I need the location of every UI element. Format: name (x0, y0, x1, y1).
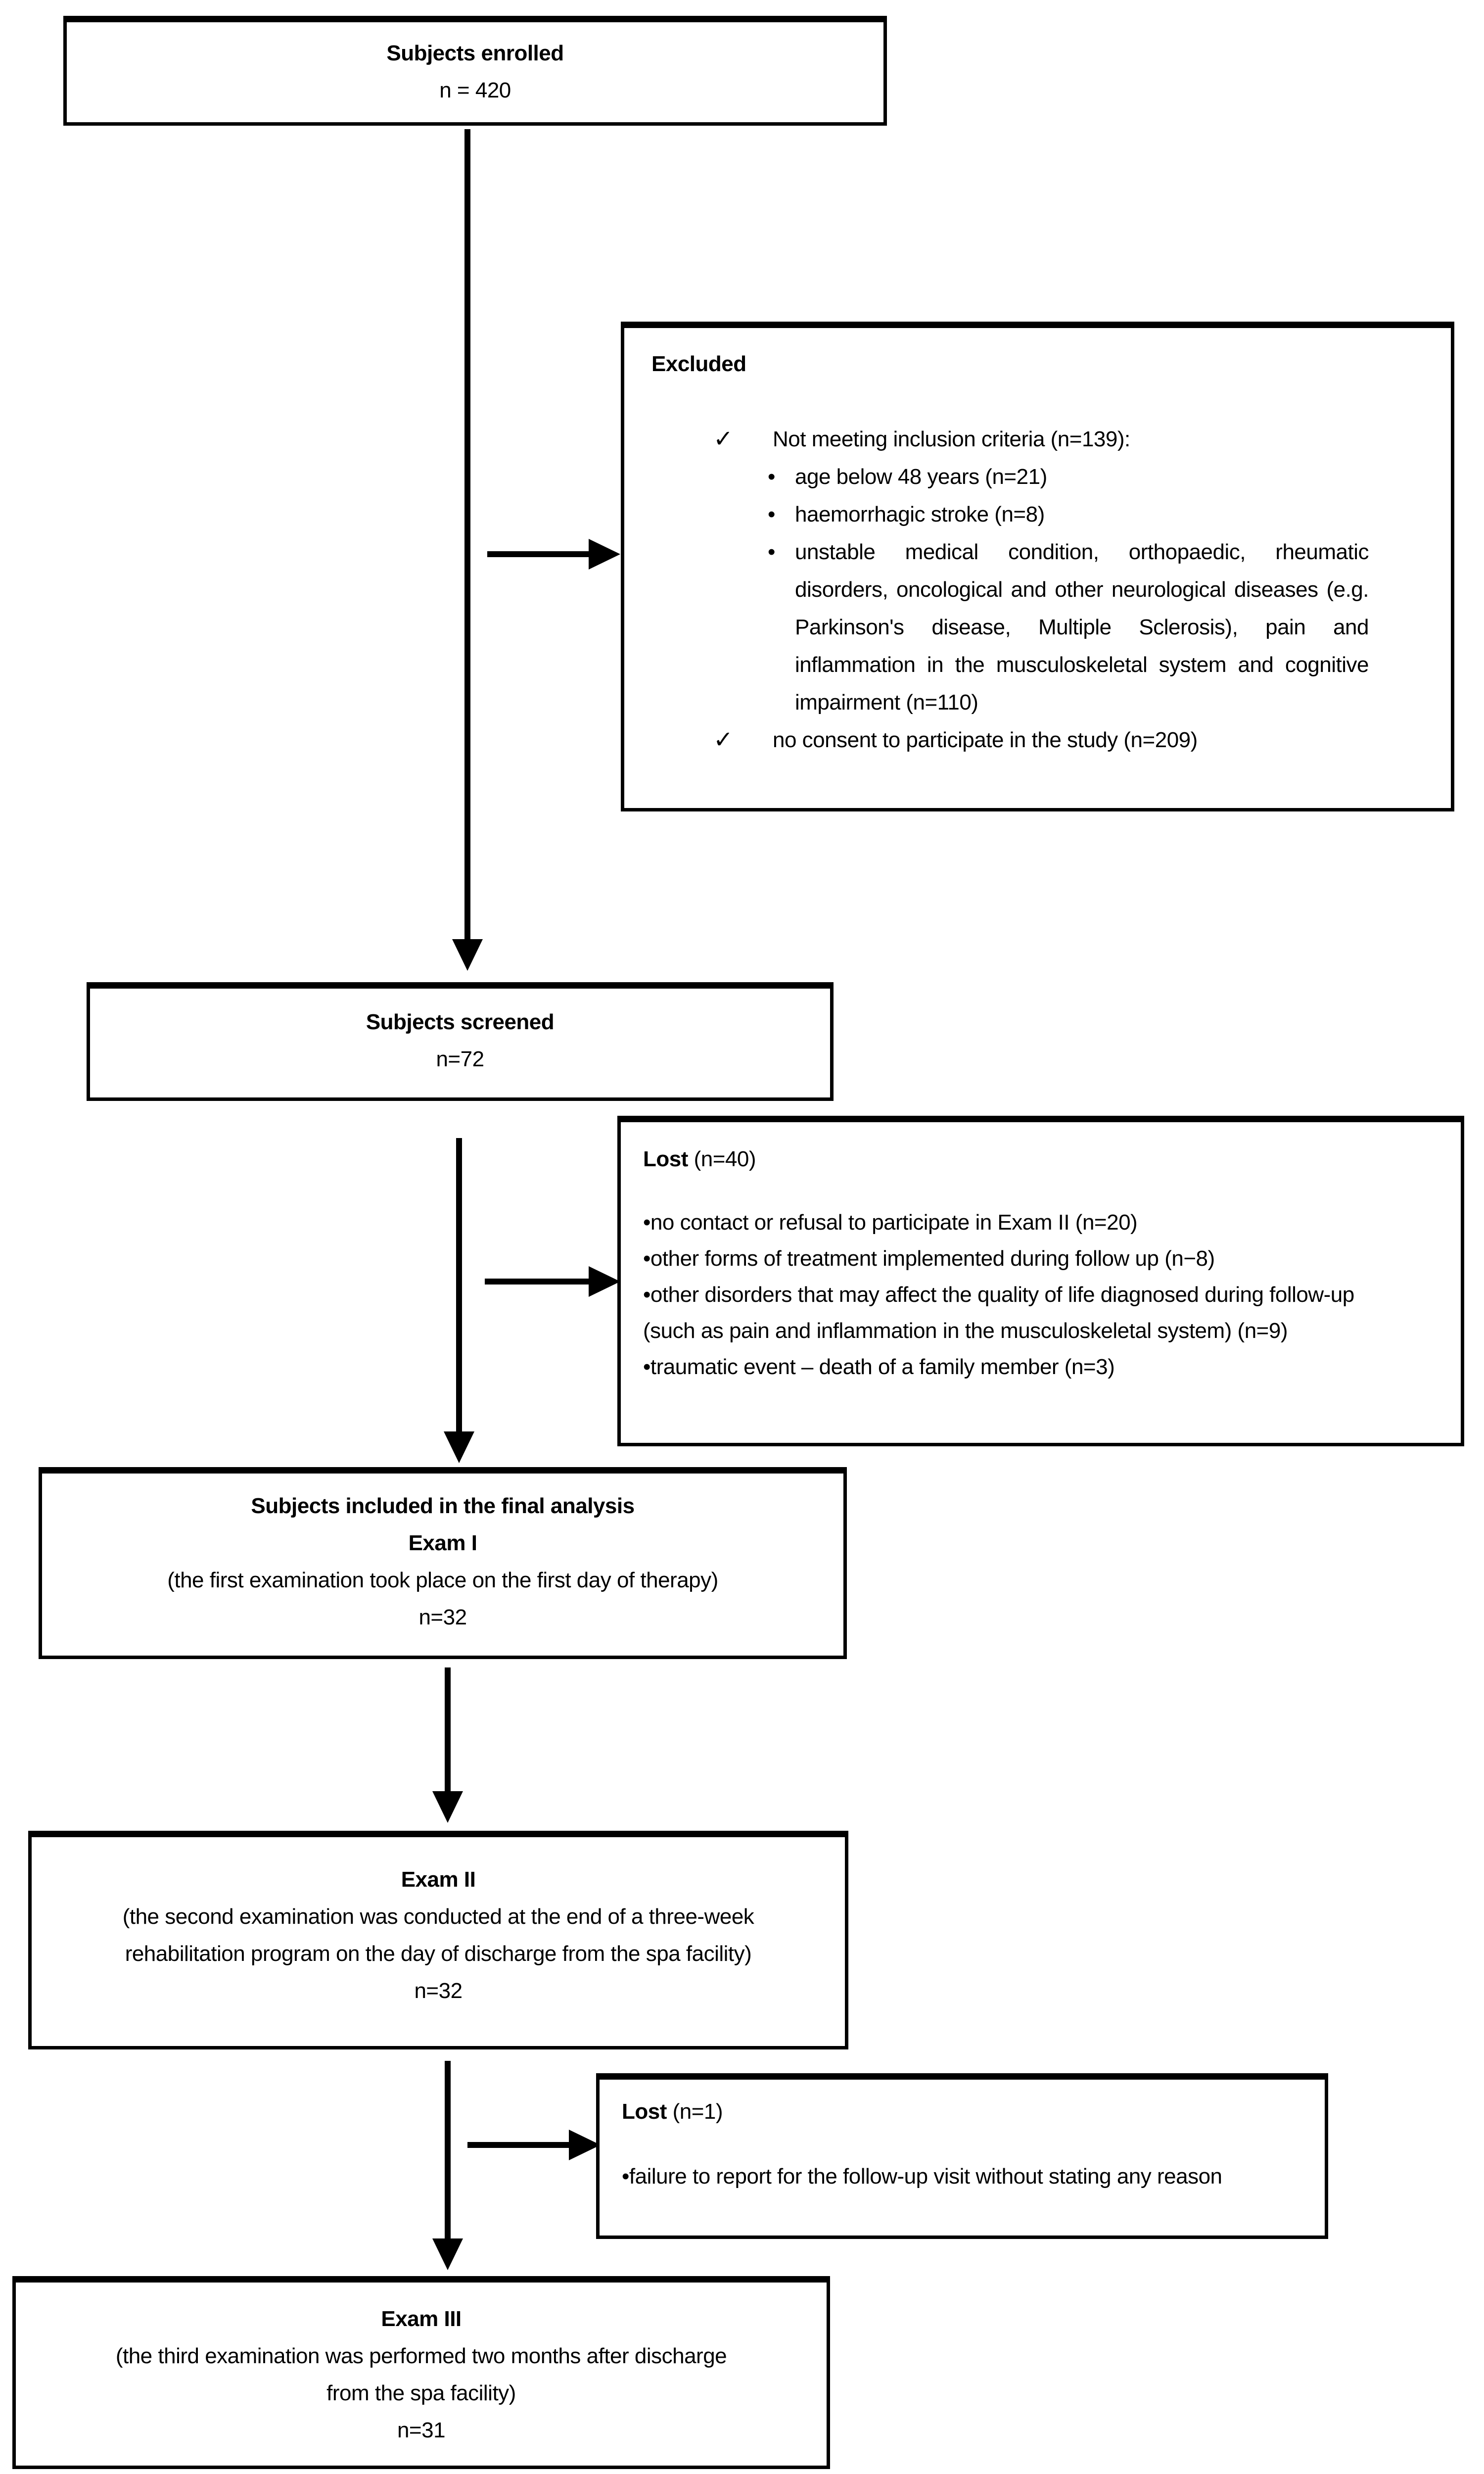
box-description: (the second examination was conducted at… (122, 1904, 754, 1966)
check-item-text: no consent to participate in the study (… (773, 728, 1198, 752)
box-title: Lost (n=40) (643, 1147, 756, 1171)
box-subjects-enrolled: Subjects enrolled n = 420 (63, 16, 887, 126)
arrow-enrolled-to-screened (464, 129, 470, 941)
bullet-item-text: other forms of treatment implemented dur… (650, 1246, 1215, 1271)
bullet-item-text: age below 48 years (n=21) (795, 465, 1047, 489)
arrow-exam2-to-exam3 (445, 2061, 451, 2240)
box-included-final-analysis: Subjects included in the final analysis … (39, 1467, 847, 1659)
bullet-item-text: failure to report for the follow-up visi… (629, 2164, 1222, 2189)
bullet-icon: • (768, 502, 775, 526)
bullet-icon: • (768, 540, 775, 564)
box-description: (the third examination was performed two… (115, 2344, 727, 2405)
bullet-item: •traumatic event – death of a family mem… (643, 1349, 1387, 1385)
box-exam-ii: Exam II (the second examination was cond… (28, 1831, 848, 2049)
bullet-item-text: unstable medical condition, orthopaedic,… (795, 540, 1369, 714)
arrowhead-right-icon (569, 2130, 601, 2160)
bullet-icon: • (643, 1355, 650, 1379)
box-description: (the first examination took place on the… (167, 1568, 718, 1592)
bullet-item-text: no contact or refusal to participate in … (650, 1210, 1138, 1235)
bullet-icon: • (622, 2164, 629, 2189)
check-icon: ✓ (713, 727, 733, 753)
arrow-branch-to-lost1 (467, 2142, 570, 2148)
bullet-icon: • (768, 465, 775, 489)
bullet-item-text: traumatic event – death of a family memb… (650, 1355, 1115, 1379)
box-count: n=72 (436, 1047, 484, 1071)
box-title: Subjects included in the final analysis (251, 1494, 635, 1518)
check-item: ✓ no consent to participate in the study… (651, 721, 1421, 759)
bullet-item: •no contact or refusal to participate in… (643, 1204, 1387, 1240)
bullet-icon: • (643, 1210, 650, 1235)
exam-label: Exam III (381, 2307, 462, 2331)
arrowhead-right-icon (589, 1266, 620, 1297)
box-count: n=32 (414, 1979, 463, 2003)
box-count: n = 420 (439, 78, 511, 102)
check-item-text: Not meeting inclusion criteria (n=139): (773, 427, 1130, 451)
bullet-item-text: other disorders that may affect the qual… (643, 1283, 1354, 1343)
arrowhead-down-icon (432, 2238, 463, 2270)
box-lost-n40: Lost (n=40) •no contact or refusal to pa… (617, 1116, 1464, 1446)
arrow-branch-to-lost40 (485, 1279, 590, 1285)
spacer (643, 1177, 1387, 1204)
box-count: n=31 (397, 2418, 446, 2442)
exam-label: Exam II (401, 1867, 476, 1892)
bullet-item: •other forms of treatment implemented du… (643, 1240, 1387, 1277)
arrow-included-to-exam2 (445, 1667, 451, 1792)
arrow-branch-to-excluded (487, 551, 590, 557)
check-item: ✓ Not meeting inclusion criteria (n=139)… (651, 421, 1421, 458)
box-exam-iii: Exam III (the third examination was perf… (12, 2276, 830, 2469)
spacer (622, 2130, 1295, 2158)
check-icon: ✓ (713, 426, 733, 452)
box-count: n=32 (418, 1605, 467, 1629)
bullet-item: •failure to report for the follow-up vis… (622, 2158, 1295, 2194)
box-subjects-screened: Subjects screened n=72 (87, 982, 834, 1101)
bullet-item: • haemorrhagic stroke (n=8) (651, 496, 1421, 533)
bullet-item: • age below 48 years (n=21) (651, 458, 1421, 496)
arrowhead-down-icon (452, 939, 483, 971)
bullet-item: • unstable medical condition, orthopaedi… (651, 533, 1421, 721)
bullet-item-text: haemorrhagic stroke (n=8) (795, 502, 1045, 526)
arrowhead-down-icon (432, 1791, 463, 1823)
bullet-icon: • (643, 1246, 650, 1271)
bullet-item: •other disorders that may affect the qua… (643, 1277, 1387, 1349)
bullet-icon: • (643, 1283, 650, 1307)
box-title: Subjects screened (366, 1010, 555, 1034)
box-lost-n1: Lost (n=1) •failure to report for the fo… (596, 2073, 1328, 2239)
arrow-screened-to-included (456, 1138, 462, 1433)
exam-label: Exam I (408, 1531, 477, 1555)
box-excluded: Excluded ✓ Not meeting inclusion criteri… (621, 322, 1454, 811)
arrowhead-right-icon (589, 539, 620, 570)
box-title: Excluded (651, 352, 746, 376)
box-title: Subjects enrolled (386, 41, 564, 65)
box-title: Lost (n=1) (622, 2099, 723, 2124)
arrowhead-down-icon (444, 1431, 474, 1463)
